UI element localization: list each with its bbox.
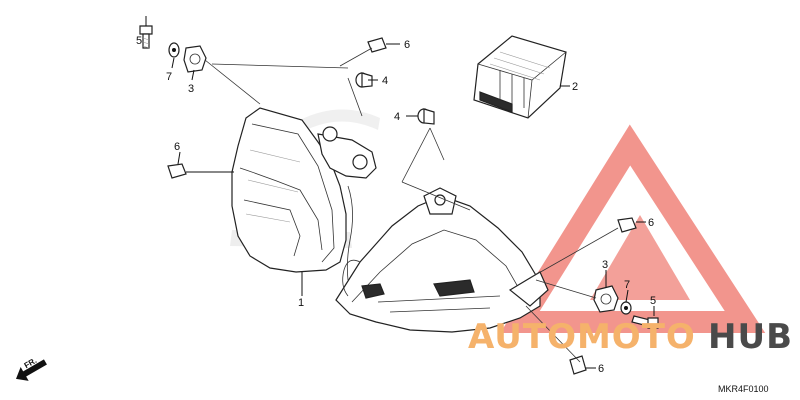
callout-6-left: 6 bbox=[174, 141, 180, 153]
callout-5-top: 5 bbox=[136, 35, 142, 47]
callout-2: 2 bbox=[572, 81, 578, 93]
headlight-left bbox=[231, 107, 377, 281]
callout-6-right: 6 bbox=[648, 217, 654, 229]
callout-5-right: 5 bbox=[650, 295, 656, 307]
watermark-triangle-inner bbox=[590, 215, 690, 300]
callout-7-right: 7 bbox=[624, 279, 630, 291]
clip-right bbox=[617, 217, 637, 233]
watermark-wordmark: AUTOMOTO HUB bbox=[468, 317, 793, 357]
callout-4-top: 4 bbox=[382, 75, 388, 87]
callout-6-top: 6 bbox=[404, 39, 410, 51]
grommet-top bbox=[355, 72, 373, 88]
callout-3-right: 3 bbox=[602, 259, 608, 271]
callout-3-top: 3 bbox=[188, 83, 194, 95]
grommet-mid bbox=[417, 108, 435, 125]
front-arrow-icon bbox=[16, 359, 47, 381]
clip-bottom bbox=[569, 355, 587, 375]
headlight-right bbox=[335, 187, 549, 333]
callout-1: 1 bbox=[298, 297, 304, 309]
watermark-word-primary: AUTOMOTO bbox=[468, 317, 696, 357]
hardware-right bbox=[593, 285, 659, 329]
callout-6-bottom: 6 bbox=[598, 363, 604, 375]
watermark-word-secondary: HUB bbox=[708, 317, 793, 357]
callout-4-mid: 4 bbox=[394, 111, 400, 123]
control-module bbox=[473, 35, 567, 119]
part-code: MKR4F0100 bbox=[718, 384, 769, 394]
front-direction-indicator: FR. bbox=[16, 356, 47, 381]
leader-lines bbox=[145, 16, 655, 369]
watermark-triangle-logo bbox=[500, 124, 766, 333]
clip-top bbox=[367, 37, 387, 53]
hardware-top-left bbox=[139, 25, 207, 73]
clip-left bbox=[167, 163, 187, 179]
callout-7-top: 7 bbox=[166, 71, 172, 83]
callouts: 5 7 3 6 4 2 4 6 1 6 3 7 5 6 bbox=[136, 35, 656, 375]
